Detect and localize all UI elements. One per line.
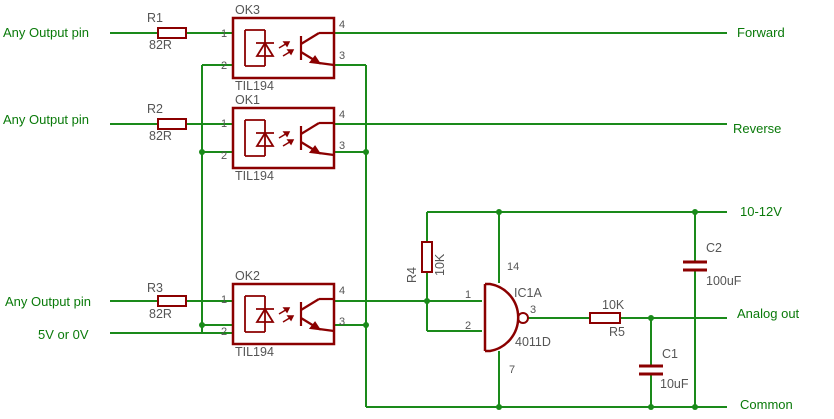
pin-number: 3 — [339, 50, 345, 62]
capacitors — [639, 260, 707, 376]
r5-value: 10K — [602, 298, 625, 312]
ok1-name: OK1 — [235, 93, 260, 107]
pin-number: 1 — [221, 118, 227, 130]
r5-name: R5 — [609, 325, 625, 339]
output-label-analog: Analog out — [737, 306, 800, 321]
pin-number: 4 — [339, 109, 345, 121]
phototransistor-icon — [299, 297, 335, 333]
resistor-r4 — [421, 241, 433, 273]
pin-number: 1 — [221, 294, 227, 306]
junction — [496, 404, 502, 410]
input-label-3: Any Output pin — [5, 294, 91, 309]
junction — [199, 149, 205, 155]
r3-name: R3 — [147, 281, 163, 295]
input-label-2: Any Output pin — [3, 112, 89, 127]
gate-name: IC1A — [514, 286, 542, 300]
junction — [692, 209, 698, 215]
r4-value: 10K — [433, 253, 447, 276]
resistor-r3 — [157, 295, 187, 307]
ok3-part: TIL194 — [235, 79, 274, 93]
gate-pin-vdd: 14 — [507, 261, 519, 273]
c1-name: C1 — [662, 347, 678, 361]
r3-value: 82R — [149, 307, 172, 321]
r1-value: 82R — [149, 38, 172, 52]
c2-name: C2 — [706, 241, 722, 255]
input-label-1: Any Output pin — [3, 25, 89, 40]
ok1-part: TIL194 — [235, 169, 274, 183]
resistor-r1 — [157, 27, 187, 39]
output-label-forward: Forward — [737, 25, 785, 40]
r4-name: R4 — [405, 267, 419, 283]
resistor-r5 — [589, 312, 621, 324]
gate-part: 4011D — [515, 335, 551, 349]
pin-number: 3 — [339, 316, 345, 328]
pin-number: 2 — [221, 60, 227, 72]
junction — [199, 322, 205, 328]
c1-value: 10uF — [660, 377, 689, 391]
input-label-4: 5V or 0V — [38, 327, 89, 342]
resistor-r2 — [157, 118, 187, 130]
junction — [648, 315, 654, 321]
led-icon — [244, 295, 275, 333]
gate-pin-in2: 2 — [465, 320, 471, 332]
output-label-reverse: Reverse — [733, 121, 781, 136]
wires — [110, 32, 727, 408]
ok2-part: TIL194 — [235, 345, 274, 359]
optocoupler-body — [231, 282, 336, 346]
light-arrows-icon — [278, 41, 295, 57]
optocoupler-body — [231, 16, 336, 80]
r1-name: R1 — [147, 11, 163, 25]
output-label-common: Common — [740, 397, 793, 412]
ok2-name: OK2 — [235, 269, 260, 283]
nand-gate-bubble — [517, 312, 529, 324]
output-label-supply: 10-12V — [740, 204, 782, 219]
nand-gate-ic1a — [483, 282, 529, 353]
resistors — [157, 27, 621, 324]
ok3-name: OK3 — [235, 3, 260, 17]
r2-name: R2 — [147, 102, 163, 116]
pin-number: 4 — [339, 19, 345, 31]
phototransistor-icon — [299, 121, 335, 157]
pin-number: 2 — [221, 150, 227, 162]
r2-value: 82R — [149, 129, 172, 143]
gate-pin-out: 3 — [530, 304, 536, 316]
led-icon — [244, 29, 275, 67]
junction — [363, 322, 369, 328]
pin-number: 2 — [221, 326, 227, 338]
gate-pin-in1: 1 — [465, 289, 471, 301]
junction — [648, 404, 654, 410]
light-arrows-icon — [278, 131, 295, 147]
phototransistor-icon — [299, 31, 335, 67]
led-icon — [244, 119, 275, 157]
pin-number: 4 — [339, 285, 345, 297]
light-arrows-icon — [278, 307, 295, 323]
pin-number: 3 — [339, 140, 345, 152]
junctions — [199, 149, 698, 410]
pin-number: 1 — [221, 28, 227, 40]
c2-value: 100uF — [706, 274, 742, 288]
junction — [424, 298, 430, 304]
gate-pin-vss: 7 — [509, 364, 515, 376]
junction — [496, 209, 502, 215]
junction — [363, 149, 369, 155]
junction — [692, 404, 698, 410]
optocoupler-body — [231, 106, 336, 170]
